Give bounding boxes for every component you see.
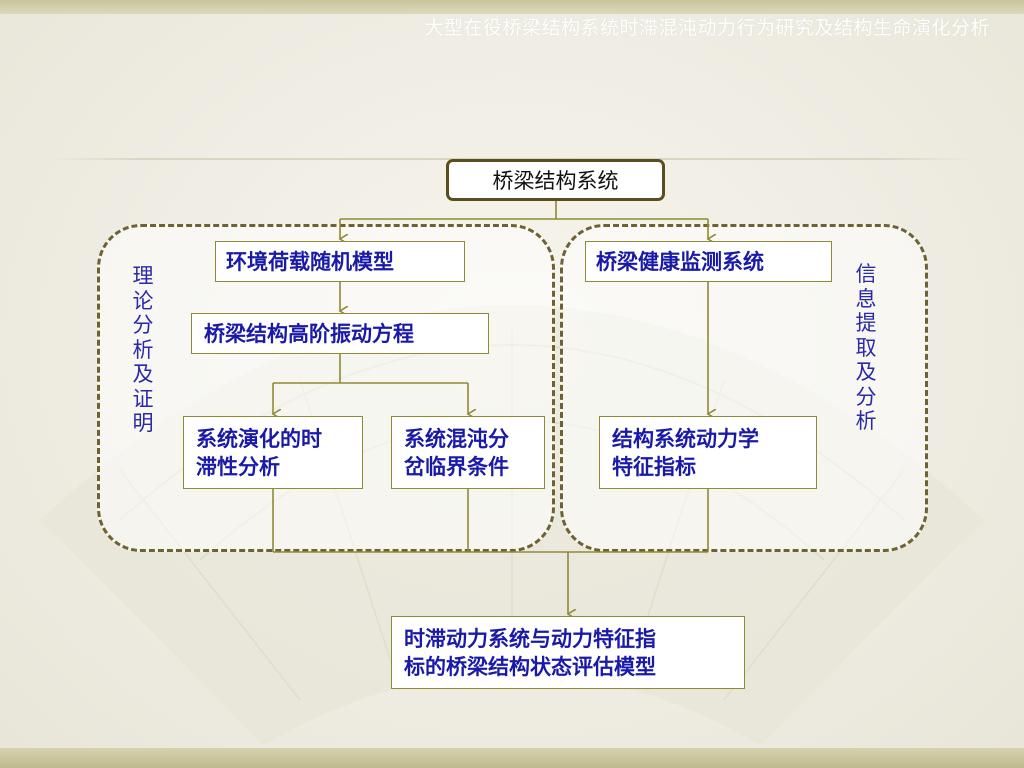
information-extraction-label: 信 息 提 取 及 分 析 xyxy=(855,262,877,433)
state-assessment-model-line-2: 标的桥梁结构状态评估模型 xyxy=(404,655,656,679)
environment-load-model-label: 环境荷载随机模型 xyxy=(226,250,394,274)
dynamic-feature-indicators-node: 结构系统动力学 特征指标 xyxy=(599,416,817,489)
state-assessment-model-line-1: 时滞动力系统与动力特征指 xyxy=(404,627,656,651)
theory-analysis-label: 理 论 分 析 及 证 明 xyxy=(132,264,154,435)
chaos-bifurcation-line-2: 岔临界条件 xyxy=(404,455,509,479)
dynamic-feature-indicators-line-1: 结构系统动力学 xyxy=(612,427,759,451)
state-assessment-model-node: 时滞动力系统与动力特征指 标的桥梁结构状态评估模型 xyxy=(391,616,745,689)
high-order-vibration-equation-node: 桥梁结构高阶振动方程 xyxy=(191,313,489,354)
dynamic-feature-indicators-line-2: 特征指标 xyxy=(612,455,696,479)
health-monitoring-system-node: 桥梁健康监测系统 xyxy=(585,241,832,282)
time-delay-analysis-node: 系统演化的时 滞性分析 xyxy=(183,416,363,489)
chaos-bifurcation-line-1: 系统混沌分 xyxy=(404,427,509,451)
chaos-bifurcation-node: 系统混沌分 岔临界条件 xyxy=(391,416,545,489)
time-delay-analysis-line-1: 系统演化的时 xyxy=(196,427,322,451)
health-monitoring-system-label: 桥梁健康监测系统 xyxy=(596,250,764,274)
time-delay-analysis-line-2: 滞性分析 xyxy=(196,455,280,479)
high-order-vibration-equation-label: 桥梁结构高阶振动方程 xyxy=(204,322,414,346)
bridge-structure-system-root-node: 桥梁结构系统 xyxy=(446,159,665,201)
bottom-decorative-band xyxy=(0,748,1024,768)
top-decorative-band xyxy=(0,0,1024,14)
slide-title: 大型在役桥梁结构系统时滞混沌动力行为研究及结构生命演化分析 xyxy=(424,17,990,39)
root-node-label: 桥梁结构系统 xyxy=(492,169,619,193)
environment-load-model-node: 环境荷载随机模型 xyxy=(215,241,465,282)
